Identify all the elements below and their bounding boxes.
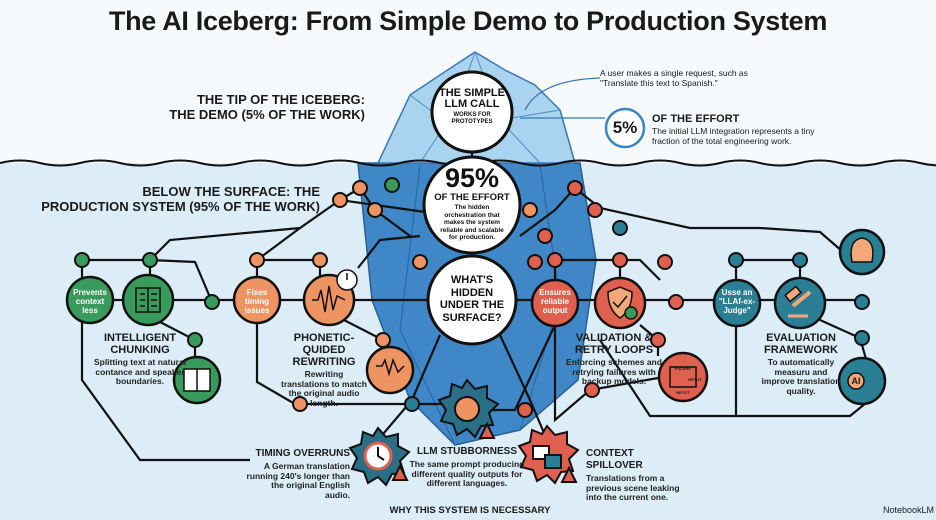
hidden-question-node bbox=[426, 254, 518, 346]
notebooklm-watermark: NotebookLM bbox=[882, 505, 934, 515]
chunking-block: INTELLIGENT CHUNKING Splitting text at n… bbox=[92, 332, 188, 387]
retry-top: FULURE bbox=[674, 366, 692, 371]
problem-stubbornness-title: LLM STUBBORNESS bbox=[417, 446, 517, 457]
node-label-evaluation: Usse an "LLAf-ex-Judge" bbox=[718, 288, 756, 315]
evaluation-text: To automatically measuru and improve tra… bbox=[761, 357, 841, 396]
node-label-chunking: Prevents context less bbox=[73, 288, 107, 315]
below-heading-line1: BELOW THE SURFACE: THE bbox=[142, 184, 320, 199]
node-prevents-context-loss bbox=[65, 275, 115, 325]
evaluation-block: EVALUATION FRAMEWORK To automatically me… bbox=[758, 332, 844, 396]
ninety-five-label: 95% OF THE EFFORT The hidden orchestrati… bbox=[430, 164, 514, 242]
below-heading-line2: PRODUCTION SYSTEM (95% OF THE WORK) bbox=[41, 199, 320, 214]
chunking-title: INTELLIGENT CHUNKING bbox=[103, 332, 177, 356]
problem-timing-title: TIMING OVERRUNS bbox=[255, 448, 350, 459]
ninety-five-heading: OF THE EFFORT bbox=[434, 192, 510, 203]
ninety-five-text: The hidden orchestration that makes the … bbox=[440, 204, 504, 241]
node-label-rewriting: Fixes timing issues bbox=[244, 288, 270, 315]
problem-stubbornness-text: The same prompt producing different qual… bbox=[409, 459, 525, 488]
problem-context-text: Translations from a previous scene leaki… bbox=[586, 473, 680, 502]
validation-title: VALIDATION & RETRY LOOPS bbox=[574, 332, 654, 356]
node-llm-judge bbox=[712, 278, 762, 328]
tip-heading-line1: THE TIP OF THE ICEBERG: bbox=[196, 92, 365, 107]
rewriting-title: PHONETIC-QUIDED REWRITING bbox=[292, 332, 356, 368]
retry-loop-icon bbox=[657, 351, 709, 403]
validation-block: VALIDATION & RETRY LOOPS Enforcing schem… bbox=[566, 332, 662, 387]
rewriting-text: Rewriting translations to match the orig… bbox=[281, 369, 367, 408]
tip-heading: THE TIP OF THE ICEBERG: THE DEMO (5% OF … bbox=[150, 92, 365, 122]
five-percent-text: The initial LLM integration represents a… bbox=[652, 126, 815, 146]
ninety-five-node bbox=[422, 155, 522, 255]
problems-caption: WHY THIS SYSTEM IS NECESSARY bbox=[389, 505, 551, 516]
five-percent-badge bbox=[604, 107, 646, 149]
problem-context: CONTEXT SPILLOVER Translations from a pr… bbox=[586, 448, 690, 503]
evaluation-title: EVALUATION FRAMEWORK bbox=[764, 332, 838, 356]
gavel-icon bbox=[773, 276, 827, 330]
simple-call-label: THE SIMPLE LLM CALL WORKS FOR PROTOTYPES bbox=[436, 88, 508, 126]
problem-timing: TIMING OVERRUNS A German translation run… bbox=[246, 448, 350, 500]
simple-call-title: THE SIMPLE LLM CALL bbox=[438, 87, 505, 110]
rewriting-block: PHONETIC-QUIDED REWRITING Rewriting tran… bbox=[268, 332, 380, 408]
node-label-validation: Ensures reliable output bbox=[539, 288, 571, 315]
node-ensures-reliable bbox=[530, 278, 580, 328]
five-percent-info: OF THE EFFORT The initial LLM integratio… bbox=[652, 113, 832, 146]
retry-bottom: RETOT bbox=[676, 390, 690, 395]
ai-badge: AI bbox=[851, 376, 861, 386]
node-fixes-timing bbox=[232, 275, 282, 325]
page-title: The AI Iceberg: From Simple Demo to Prod… bbox=[108, 6, 828, 36]
problem-stubbornness: LLM STUBBORNESS The same prompt producin… bbox=[408, 446, 526, 489]
validation-text: Enforcing schemes and retrying failures … bbox=[566, 357, 662, 386]
retry-right: RETOT bbox=[688, 377, 702, 382]
ninety-five-value: 95% bbox=[444, 163, 500, 193]
chunking-text: Splitting text at natural contance and s… bbox=[93, 357, 187, 386]
problem-timing-text: A German translation running 240's longe… bbox=[246, 461, 350, 500]
simple-call-subtitle: WORKS FOR PROTOTYPES bbox=[451, 112, 493, 125]
hidden-question: WHAT'S HIDDEN UNDER THE SURFACE? bbox=[439, 274, 505, 324]
user-request-note: A user makes a single request, such as "… bbox=[600, 68, 748, 88]
below-heading: BELOW THE SURFACE: THE PRODUCTION SYSTEM… bbox=[20, 184, 320, 214]
five-percent-heading: OF THE EFFORT bbox=[652, 113, 740, 125]
simple-llm-call-node bbox=[430, 70, 514, 154]
five-percent-value: 5% bbox=[612, 118, 638, 137]
tip-heading-line2: THE DEMO (5% OF THE WORK) bbox=[169, 107, 365, 122]
problem-context-title: CONTEXT SPILLOVER bbox=[586, 448, 643, 471]
